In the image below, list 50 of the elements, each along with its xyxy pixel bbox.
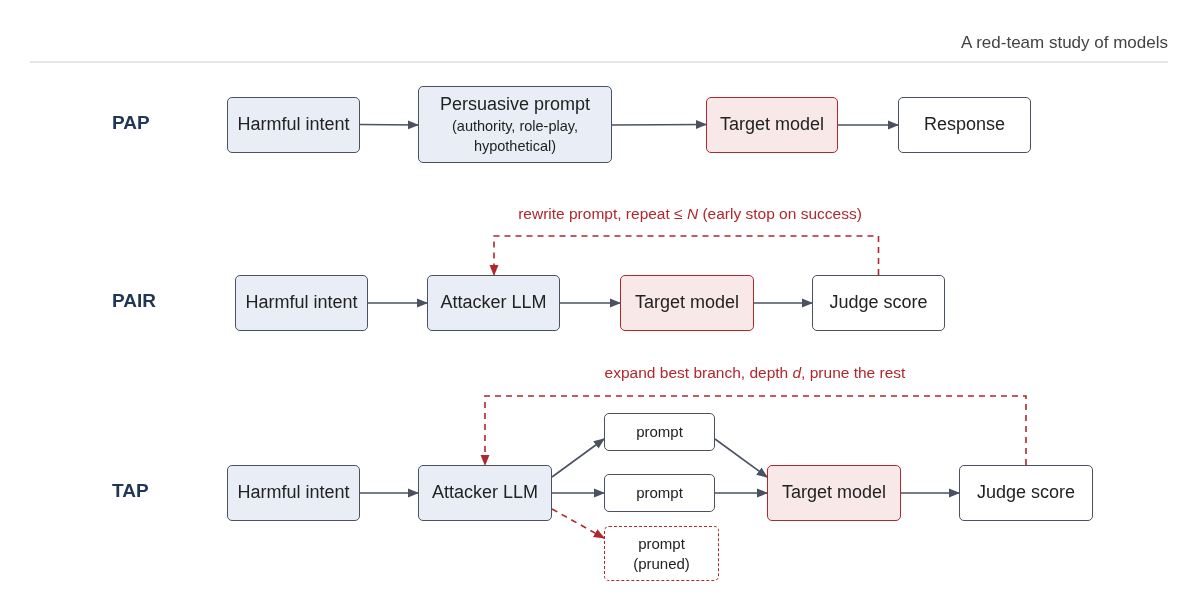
arrow [714, 438, 768, 478]
target-box [767, 465, 901, 521]
header-title: A red-team study of models [961, 33, 1168, 53]
arrow [611, 120, 708, 130]
dashed-arrow [489, 235, 880, 277]
box-text: Persuasive prompt [438, 92, 592, 116]
box-text: Judge score [975, 481, 1077, 505]
target-box [620, 275, 754, 331]
row-label: TAP [112, 480, 149, 502]
box-text: Judge score [828, 291, 929, 315]
box-text: Target model [633, 291, 741, 315]
pruned-box [604, 526, 719, 581]
arrow [714, 488, 769, 498]
arrow [551, 488, 606, 498]
box-text: Harmful intent [244, 291, 359, 315]
box-text: prompt [635, 483, 684, 503]
box-text: Target model [780, 481, 888, 505]
arrow [359, 120, 420, 130]
row-label: PAP [112, 112, 150, 134]
process-box [959, 465, 1093, 521]
box-text: Response [922, 113, 1007, 137]
box-text: prompt [635, 422, 684, 442]
box-text: Harmful intent [236, 481, 351, 505]
process-box [418, 465, 552, 521]
box-text: Attacker LLM [439, 291, 548, 315]
target-box [706, 97, 838, 153]
process-box [812, 275, 945, 331]
process-box [227, 465, 360, 521]
dashed-arrow [480, 395, 1027, 467]
process-box [235, 275, 368, 331]
arrow [551, 438, 605, 478]
box-text: Attacker LLM [430, 481, 539, 505]
process-box [427, 275, 560, 331]
process-box [898, 97, 1031, 153]
row-label: PAIR [112, 290, 156, 312]
box-text: Target model [718, 113, 826, 137]
process-box [604, 413, 715, 451]
arrow [359, 488, 420, 498]
box-text: Harmful intent [236, 113, 351, 137]
box-subtext: (authority, role-play, hypothetical) [451, 116, 579, 157]
box-text: prompt (pruned) [632, 534, 691, 573]
process-box [418, 86, 612, 163]
arrow [753, 298, 814, 308]
process-box [604, 474, 715, 512]
arrow [900, 488, 961, 498]
dashed-arrow [551, 508, 605, 539]
arrow [559, 298, 622, 308]
arrow [367, 298, 429, 308]
arrow [837, 120, 900, 130]
process-box [227, 97, 360, 153]
